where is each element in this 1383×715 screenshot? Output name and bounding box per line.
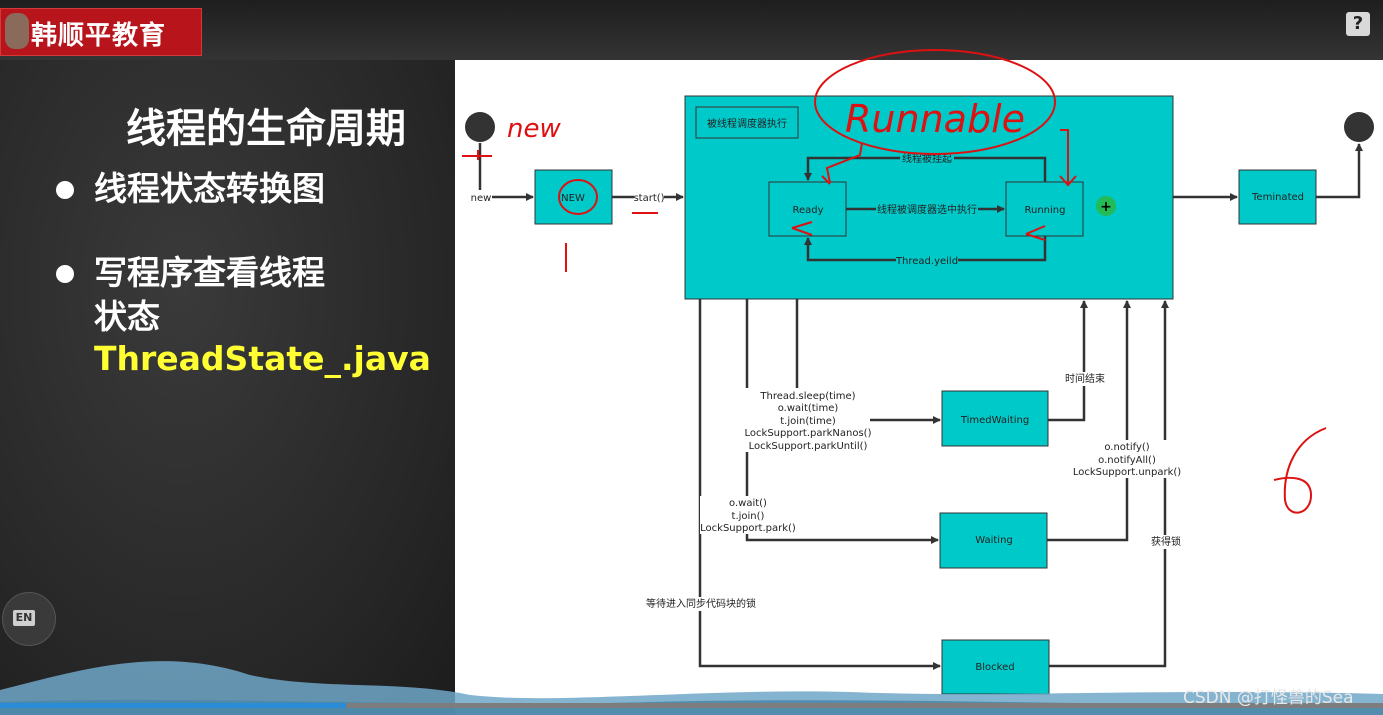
edge-label-wait-sync: 等待进入同步代码块的锁 [646,597,756,610]
edge-label-timed-call: o.wait(time) [778,403,839,414]
edge-label-timed-call: Thread.sleep(time) [759,391,855,402]
bullet-text-2-line2: 状态 [94,297,160,336]
slide-title: 线程的生命周期 [126,106,406,152]
edge-time-up [1048,300,1088,422]
edge-label-start: start() [633,193,664,204]
edge-label-notify-call: o.notify() [1104,442,1149,453]
bullet-text-2-file: ThreadState_.java [94,339,431,378]
add-icon-glyph: + [1100,199,1112,215]
edge-label-timed-call: t.join(time) [780,416,836,427]
presenter-avatar [5,13,29,49]
state-running-label: Running [1025,205,1066,216]
video-progress-fill [0,703,346,708]
edge-end [1316,143,1363,199]
edge-block [698,299,941,670]
state-ready-label: Ready [792,205,823,216]
edge-label-selected: 线程被调度器选中执行 [877,203,977,216]
edge-label-wait-call: o.wait() [729,498,767,509]
edge-label-wait-call: t.join() [732,511,765,522]
state-new-label: NEW [561,193,585,204]
state-new [534,169,613,225]
state-waiting-label: Waiting [975,535,1013,546]
state-timed-waiting [941,390,1049,447]
bullet-dot [56,181,74,199]
edge-new [478,143,534,201]
language-button[interactable]: EN [2,592,56,646]
edge-label-timed-call: LockSupport.parkNanos() [745,428,872,439]
edge-wait [745,299,939,544]
handwritten-new: new [507,114,561,144]
logo-text: 韩顺平教育 [31,21,167,51]
edge-label-notify-call: o.notifyAll() [1098,455,1156,466]
state-blocked [941,639,1050,695]
bullet-dot [56,265,74,283]
end-node [1344,112,1374,142]
edge-label-suspended: 线程被挂起 [902,152,952,165]
edge-label-get-lock: 获得锁 [1151,535,1181,548]
state-waiting [939,512,1048,569]
start-node [465,112,495,142]
scheduler-label: 被线程调度器执行 [707,117,787,130]
handwritten-runnable: Runnable [845,97,1025,141]
chalkboard-background [0,0,455,715]
watermark: CSDN @打怪兽的Sea [1183,688,1354,708]
edge-label-timed-call: LockSupport.parkUntil() [749,441,868,452]
state-blocked-label: Blocked [975,662,1014,673]
bullet-text-2-line1: 写程序查看线程 [94,253,325,292]
video-top-bar [0,0,1383,60]
edge-label-new: new [471,193,492,204]
edge-label-wait-call: LockSupport.park() [700,523,796,534]
scheduler-label-box [695,106,799,139]
state-terminated-label: Teminated [1251,192,1304,203]
edge-label-yield: Thread.yeild [895,256,958,267]
edge-notify [1047,300,1131,542]
bullet-text-1: 线程状态转换图 [94,169,325,208]
edge-label-time-up: 时间结束 [1065,372,1105,385]
help-icon[interactable]: ? [1346,12,1370,36]
video-progress-bar[interactable] [0,703,1383,708]
edge-label-notify-call: LockSupport.unpark() [1073,467,1181,478]
edge-get-lock [1049,300,1169,668]
handwritten-annotations [462,49,1327,514]
state-timed-waiting-label: TimedWaiting [960,415,1029,426]
state-ready [768,181,847,237]
brand-logo: 韩顺平教育 [0,8,202,56]
language-label: EN [13,610,35,626]
add-icon[interactable] [1096,196,1116,216]
